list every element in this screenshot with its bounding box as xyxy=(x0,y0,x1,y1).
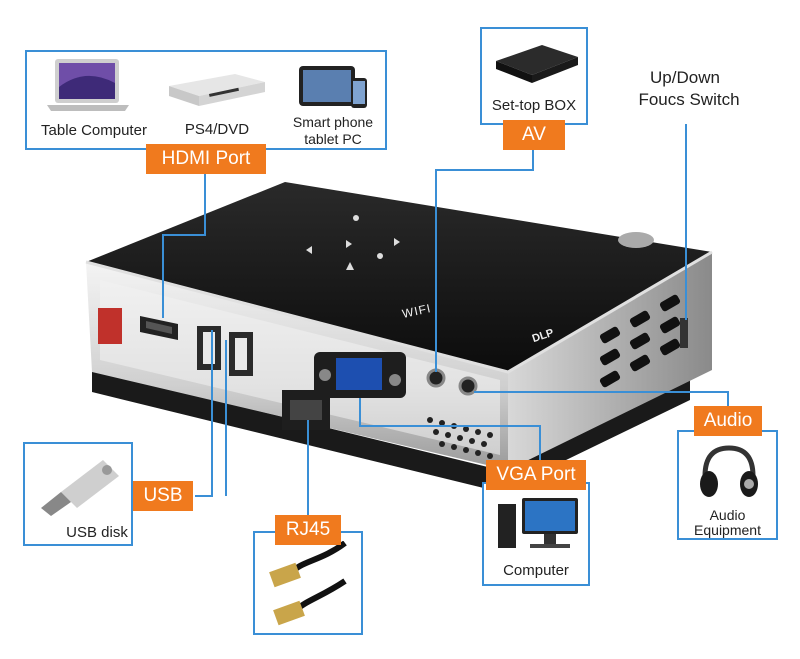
rj45-port xyxy=(282,390,330,430)
usb-tag: USB xyxy=(133,481,193,511)
focus-switch xyxy=(680,318,688,348)
usb-ports xyxy=(197,326,253,376)
ps4-dvd-label: PS4/DVD xyxy=(184,121,250,138)
audio-jack xyxy=(458,376,478,396)
laptop-image xyxy=(47,59,129,111)
focus-line2: Foucs Switch xyxy=(638,90,740,109)
rj45-tag: RJ45 xyxy=(275,515,341,545)
tablet-phone-image xyxy=(299,66,367,108)
av-tag: AV xyxy=(503,120,565,150)
touch-controls xyxy=(306,215,400,270)
table-computer-label: Table Computer xyxy=(41,122,147,139)
lens-cap xyxy=(618,232,654,248)
usb-disk-image xyxy=(41,460,119,516)
vga-port-tag: VGA Port xyxy=(486,460,586,490)
settop-box-label: Set-top BOX xyxy=(491,97,577,114)
vga-port xyxy=(314,352,406,398)
audio-box: Audio Equipment xyxy=(677,430,778,540)
usb-disk-label: USB disk xyxy=(66,524,128,541)
headphones-image xyxy=(700,445,758,497)
settop-box-image xyxy=(496,45,578,83)
computer-box: Computer xyxy=(482,482,590,586)
connector-lines xyxy=(162,124,729,516)
hdmi-device-box: Table Computer PS4/DVD Smart phone table… xyxy=(25,50,387,150)
tablet-pc-label: tablet PC xyxy=(304,131,362,147)
ir-window xyxy=(98,308,122,344)
usb-disk-box: USB disk xyxy=(23,442,133,546)
smart-phone-label: Smart phone xyxy=(292,114,374,130)
rj45-cable-image xyxy=(269,541,347,626)
vent-grille xyxy=(599,294,681,388)
dvd-player-image xyxy=(169,74,265,106)
hdmi-port-tag: HDMI Port xyxy=(146,144,266,174)
audio-label-line2: Equipment xyxy=(694,522,761,538)
settop-box-box: Set-top BOX xyxy=(480,27,588,125)
speaker-grille xyxy=(427,417,493,459)
audio-label-line1: Audio xyxy=(709,507,746,523)
audio-tag: Audio xyxy=(694,406,762,436)
computer-image xyxy=(498,498,578,548)
rj45-box xyxy=(253,531,363,635)
focus-line1: Up/Down xyxy=(650,68,720,87)
hdmi-port xyxy=(140,316,178,340)
av-jack xyxy=(426,368,446,388)
computer-label: Computer xyxy=(503,562,569,579)
projector-body xyxy=(85,182,713,492)
